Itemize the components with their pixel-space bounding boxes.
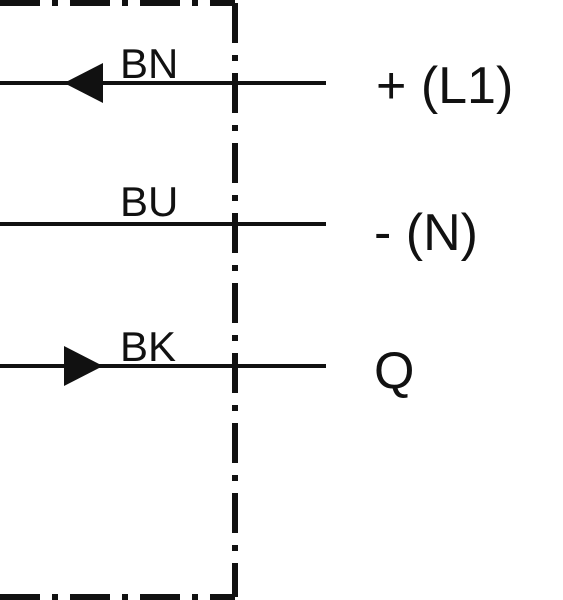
wire-code-bu: BU [120,178,178,225]
wire-bk: BK Q [0,323,414,400]
wire-bu: BU - (N) [0,178,478,262]
terminal-label-n: - (N) [374,204,478,262]
terminal-label-l1: + (L1) [376,57,513,115]
housing-boundary [0,0,238,600]
arrow-right-icon [64,346,103,386]
wire-code-bn: BN [120,40,178,87]
terminal-label-q: Q [374,342,414,400]
wire-code-bk: BK [120,323,176,370]
arrow-left-icon [64,63,103,103]
wire-bn: BN + (L1) [0,40,513,115]
